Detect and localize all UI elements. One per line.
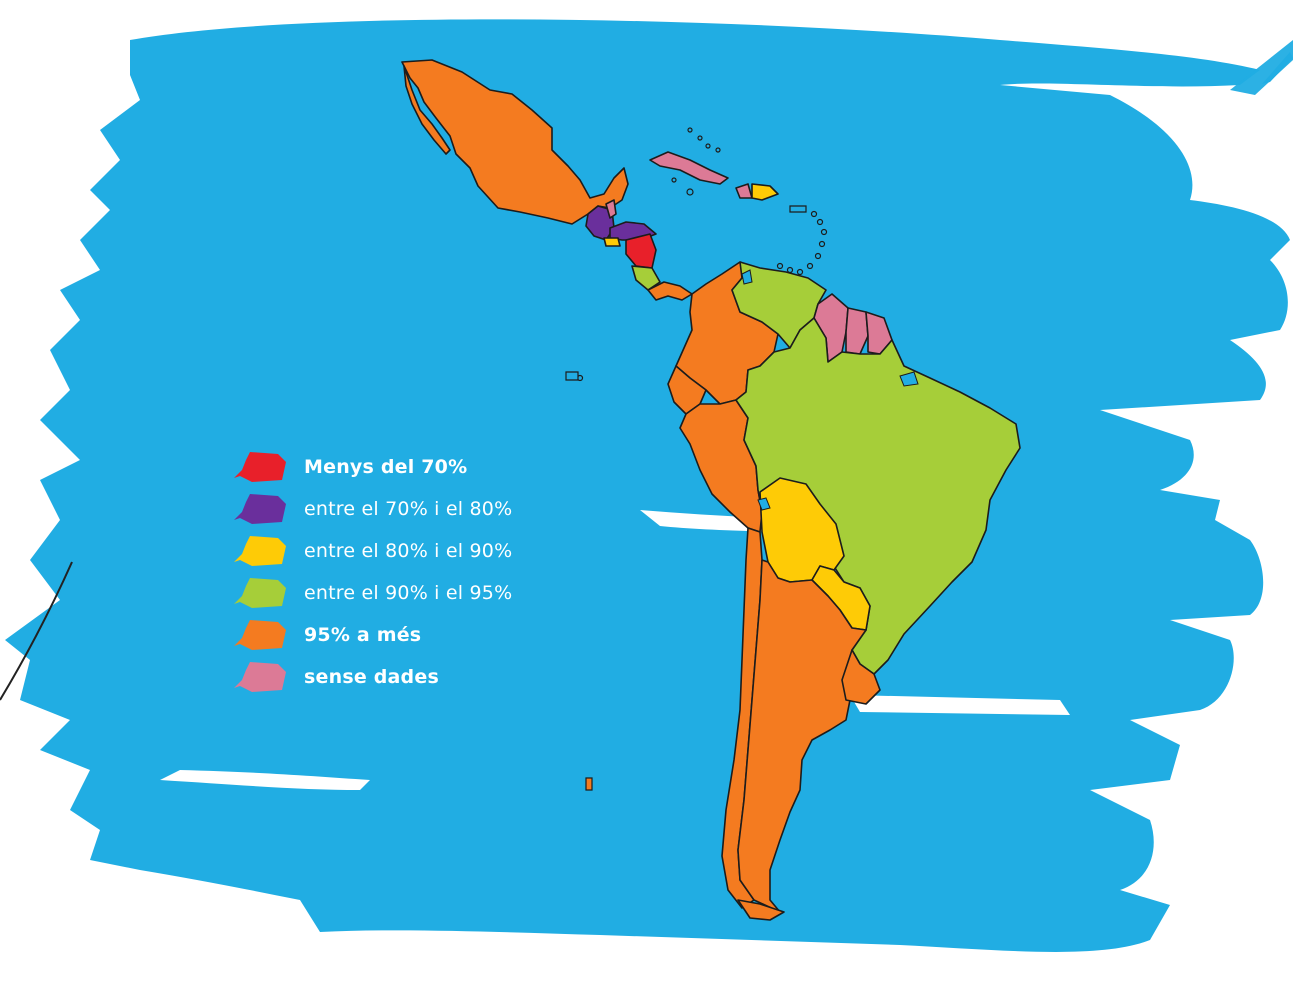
- island-galapagos: [565, 371, 579, 381]
- country-argentina: [737, 559, 867, 913]
- pen-line: [0, 561, 73, 701]
- island-juan-fernandez: [585, 777, 593, 791]
- country-mexico-baja: [403, 65, 451, 155]
- legend-swatch-pink-icon: [234, 662, 286, 692]
- country-mexico: [401, 59, 629, 225]
- legend-item-3: entre el 80% i el 90%: [232, 530, 512, 572]
- legend-item-5: 95% a més: [232, 614, 512, 656]
- country-panama: [647, 281, 693, 301]
- island-lake-titicaca: [757, 497, 771, 511]
- country-el-salvador: [603, 237, 621, 247]
- country-brazil: [735, 317, 1021, 675]
- legend-item-4: entre el 90% i el 95%: [232, 572, 512, 614]
- country-belize: [605, 199, 617, 219]
- island-puerto-rico: [789, 205, 807, 213]
- brush-stroke-background: [5, 19, 1293, 952]
- country-cuba: [649, 151, 729, 185]
- legend-item-6: sense dades: [232, 656, 512, 698]
- country-costa-rica: [631, 265, 661, 291]
- legend-swatch-orange-icon: [234, 620, 286, 650]
- legend-label: Menys del 70%: [304, 456, 468, 478]
- legend-label: 95% a més: [304, 624, 422, 646]
- legend-label: entre el 70% i el 80%: [304, 498, 513, 520]
- legend: Menys del 70% entre el 70% i el 80% entr…: [232, 446, 512, 698]
- island-maracaibo: [741, 269, 753, 285]
- legend-item-1: Menys del 70%: [232, 446, 512, 488]
- country-uruguay: [841, 649, 881, 705]
- lesser-antilles: [568, 127, 828, 382]
- legend-swatch-purple-icon: [234, 494, 286, 524]
- legend-swatch-green-icon: [234, 578, 286, 608]
- legend-swatch-yellow-icon: [234, 536, 286, 566]
- legend-swatch-red-icon: [234, 452, 286, 482]
- island-marajo: [899, 371, 919, 387]
- country-dominican-republic: [751, 183, 779, 201]
- arrow-icon: [1262, 52, 1293, 84]
- legend-item-2: entre el 70% i el 80%: [232, 488, 512, 530]
- island-tierra-del-fuego: [737, 899, 785, 921]
- legend-label: entre el 90% i el 95%: [304, 582, 513, 604]
- legend-label: entre el 80% i el 90%: [304, 540, 513, 562]
- legend-label: sense dades: [304, 666, 439, 688]
